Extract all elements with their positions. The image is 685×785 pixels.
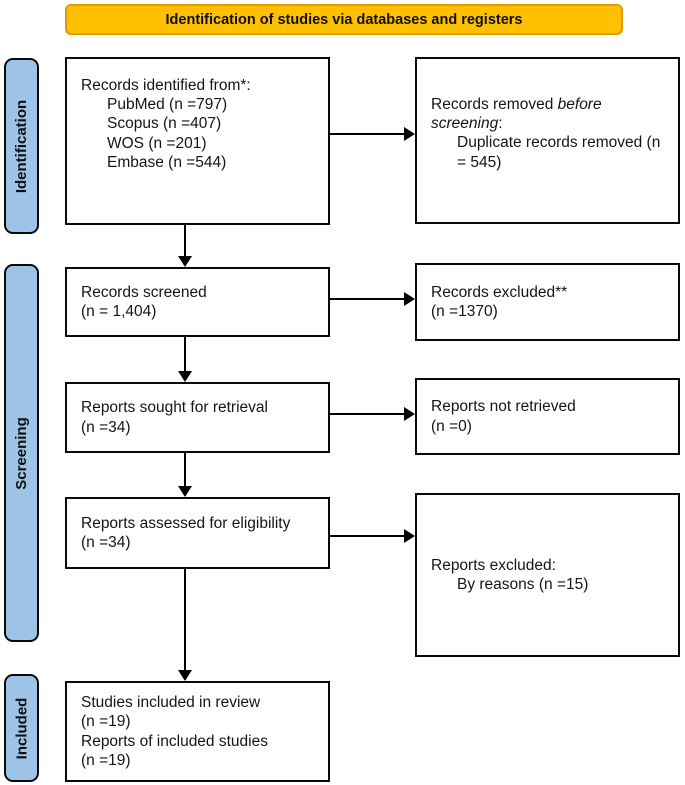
records-excluded-count: (n =1370)	[431, 303, 498, 320]
arrow-screened-to-sought	[178, 337, 192, 382]
box-reports-assessed: Reports assessed for eligibility (n =34)	[65, 497, 330, 569]
records-screened-line1: Records screened	[81, 283, 207, 301]
box-reports-excluded: Reports excluded: By reasons (n =15)	[415, 493, 680, 657]
records-identified-scopus: Scopus (n =407)	[107, 115, 222, 133]
arrowhead-down-icon	[178, 670, 192, 681]
arrow-assessed-to-reports-excluded	[330, 529, 415, 543]
stage-label-screening: Screening	[4, 264, 39, 642]
box-reports-not-retrieved: Reports not retrieved (n =0)	[415, 378, 680, 455]
box-records-removed: Records removed before screening: Duplic…	[415, 57, 680, 224]
arrowhead-down-icon	[178, 256, 192, 267]
reports-excluded-title: Reports excluded:	[431, 556, 556, 574]
records-screened-count: (n = 1,404)	[81, 303, 157, 320]
reports-excluded-reasons: By reasons (n =15)	[457, 576, 589, 593]
arrowhead-right-icon	[404, 127, 415, 141]
records-identified-title: Records identified from*:	[81, 77, 251, 94]
banner-title: Identification of studies via databases …	[165, 11, 523, 28]
stage-label-identification-text: Identification	[13, 99, 30, 193]
stage-label-identification: Identification	[4, 58, 39, 234]
records-identified-embase: Embase (n =544)	[107, 153, 227, 171]
arrow-sought-to-not-retrieved	[330, 407, 415, 421]
reports-sought-count: (n =34)	[81, 418, 131, 436]
arrowhead-right-icon	[404, 407, 415, 421]
arrowhead-down-icon	[178, 371, 192, 382]
records-excluded-line1: Records excluded**	[431, 283, 568, 301]
box-studies-included: Studies included in review (n =19) Repor…	[65, 681, 330, 782]
studies-included-line1: Studies included in review	[81, 694, 261, 712]
records-identified-wos: WOS (n =201)	[107, 134, 207, 152]
arrow-screened-to-excluded	[330, 292, 415, 306]
box-records-screened: Records screened (n = 1,404)	[65, 267, 330, 337]
records-removed-title: Records removed before screening:	[431, 96, 602, 133]
reports-assessed-line1: Reports assessed for eligibility	[81, 514, 291, 532]
reports-not-retrieved-line1: Reports not retrieved	[431, 398, 576, 416]
reports-sought-line1: Reports sought for retrieval	[81, 399, 268, 417]
studies-included-count2: (n =19)	[81, 751, 131, 769]
studies-included-line2: Reports of included studies	[81, 732, 268, 750]
stage-label-included-text: Included	[13, 697, 31, 759]
records-removed-italic: before screening	[431, 96, 602, 133]
box-reports-sought: Reports sought for retrieval (n =34)	[65, 382, 330, 453]
reports-not-retrieved-count: (n =0)	[431, 417, 472, 435]
studies-included-count1: (n =19)	[81, 713, 131, 731]
box-records-identified: Records identified from*: PubMed (n =797…	[65, 57, 330, 225]
records-removed-duplicates: Duplicate records removed (n = 545)	[457, 134, 661, 171]
stage-label-included: Included	[4, 674, 39, 782]
reports-assessed-count: (n =34)	[81, 534, 131, 551]
records-identified-pubmed: PubMed (n =797)	[107, 96, 228, 114]
box-records-excluded: Records excluded** (n =1370)	[415, 263, 680, 341]
arrow-identified-to-screened	[178, 225, 192, 267]
arrowhead-down-icon	[178, 486, 192, 497]
arrowhead-right-icon	[404, 292, 415, 306]
banner: Identification of studies via databases …	[65, 4, 623, 35]
arrowhead-right-icon	[404, 529, 415, 543]
stage-label-screening-text: Screening	[13, 416, 30, 490]
arrow-sought-to-assessed	[178, 453, 192, 497]
arrow-assessed-to-included	[178, 569, 192, 681]
arrow-identified-to-removed	[330, 127, 415, 141]
